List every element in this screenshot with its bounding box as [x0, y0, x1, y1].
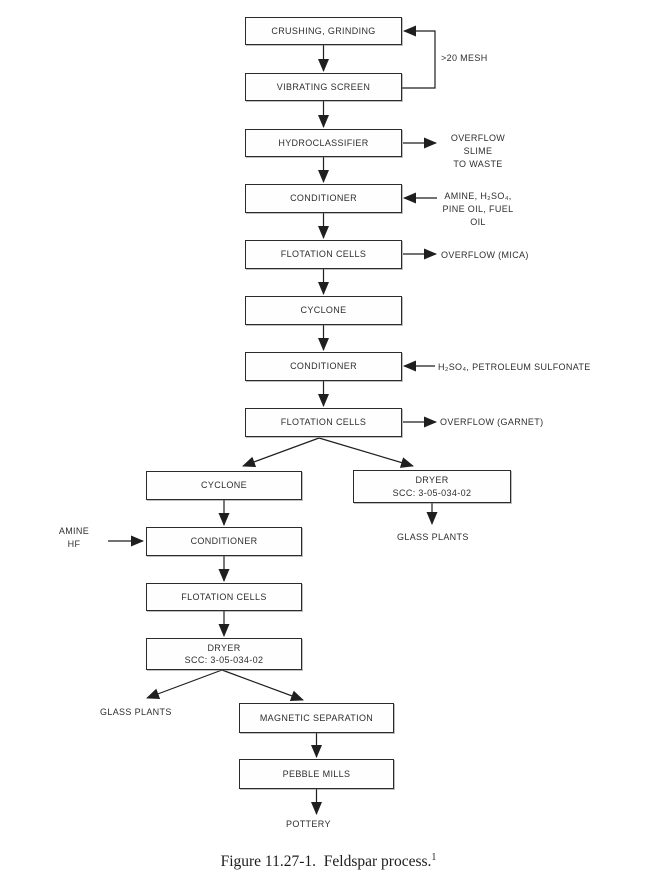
process-box-conditioner-3: CONDITIONER: [146, 527, 302, 556]
process-box-label: FLOTATION CELLS: [280, 417, 367, 428]
process-box-magnetic-separation: MAGNETIC SEPARATION: [239, 703, 394, 733]
overflow-slime-line1: OVERFLOW SLIME: [450, 133, 506, 157]
process-box-conditioner-2: CONDITIONER: [245, 352, 402, 381]
figure-caption-text: Figure 11.27-1. Feldspar process.: [220, 853, 432, 870]
conditioner2-reagents-label: H₂SO₄, PETROLEUM SULFONATE: [438, 362, 591, 372]
process-box-label: CONDITIONER: [190, 536, 258, 547]
process-box-label: FLOTATION CELLS: [280, 249, 367, 260]
recycle-loop-line: [402, 25, 436, 89]
reagents1-line2: PINE OIL, FUEL OIL: [442, 204, 514, 228]
process-box-crushing-grinding: CRUSHING, GRINDING: [245, 17, 402, 45]
arrow-split-to-dryer-glass: [318, 437, 414, 468]
process-box-label: CRUSHING, GRINDING: [271, 25, 376, 36]
process-box-cyclone-2: CYCLONE: [146, 471, 302, 500]
amine-line2: HF: [67, 539, 81, 550]
process-box-label: DRYER: [415, 475, 449, 486]
process-box-label: CYCLONE: [300, 305, 347, 316]
process-box-label: HYDROCLASSIFIER: [278, 137, 369, 148]
pottery-label: POTTERY: [286, 819, 331, 829]
arrow-split-to-cyclone2: [242, 437, 320, 468]
figure-caption: Figure 11.27-1. Feldspar process.1: [0, 851, 657, 871]
process-box-conditioner-1: CONDITIONER: [245, 184, 402, 213]
recycle-label: >20 MESH: [441, 53, 488, 63]
process-box-cyclone-1: CYCLONE: [245, 296, 402, 325]
amine-hf-label: AMINE HF: [48, 525, 100, 551]
glass-plants-right-label: GLASS PLANTS: [397, 532, 469, 542]
process-box-flotation-cells-1: FLOTATION CELLS: [245, 240, 402, 269]
process-box-pebble-mills: PEBBLE MILLS: [239, 759, 394, 789]
glass-plants-left-label: GLASS PLANTS: [100, 707, 172, 717]
process-box-label: CONDITIONER: [290, 193, 357, 204]
figure-caption-footnote: 1: [431, 851, 437, 863]
scc-code: SCC: 3-05-034-02: [392, 487, 472, 498]
process-box-hydroclassifier: HYDROCLASSIFIER: [245, 129, 402, 157]
overflow-garnet-label: OVERFLOW (GARNET): [440, 417, 544, 427]
process-box-label: VIBRATING SCREEN: [276, 81, 371, 92]
conditioner1-reagents-label: AMINE, H₂SO₄, PINE OIL, FUEL OIL: [436, 190, 520, 229]
process-box-flotation-cells-2: FLOTATION CELLS: [245, 408, 402, 437]
process-box-label: MAGNETIC SEPARATION: [259, 712, 374, 723]
process-box-label: CYCLONE: [201, 480, 247, 491]
process-box-dryer-main: DRYER SCC: 3-05-034-02: [146, 638, 302, 670]
arrow-split-to-magnetic: [221, 669, 304, 701]
scc-code: SCC: 3-05-034-02: [184, 655, 264, 665]
arrow-split-to-glass-plants-left: [146, 669, 223, 699]
overflow-mica-label: OVERFLOW (MICA): [441, 250, 529, 260]
overflow-slime-line2: TO WASTE: [453, 159, 503, 170]
amine-line1: AMINE: [58, 526, 90, 536]
process-box-label: FLOTATION CELLS: [181, 591, 267, 602]
process-box-label: CONDITIONER: [290, 361, 357, 372]
process-box-label: PEBBLE MILLS: [282, 768, 351, 779]
process-box-label: DRYER: [207, 642, 241, 653]
reagents1-line1: AMINE, H₂SO₄,: [444, 191, 512, 201]
process-box-vibrating-screen: VIBRATING SCREEN: [245, 73, 402, 101]
overflow-slime-label: OVERFLOW SLIME TO WASTE: [436, 132, 520, 171]
process-box-flotation-cells-3: FLOTATION CELLS: [146, 583, 302, 611]
